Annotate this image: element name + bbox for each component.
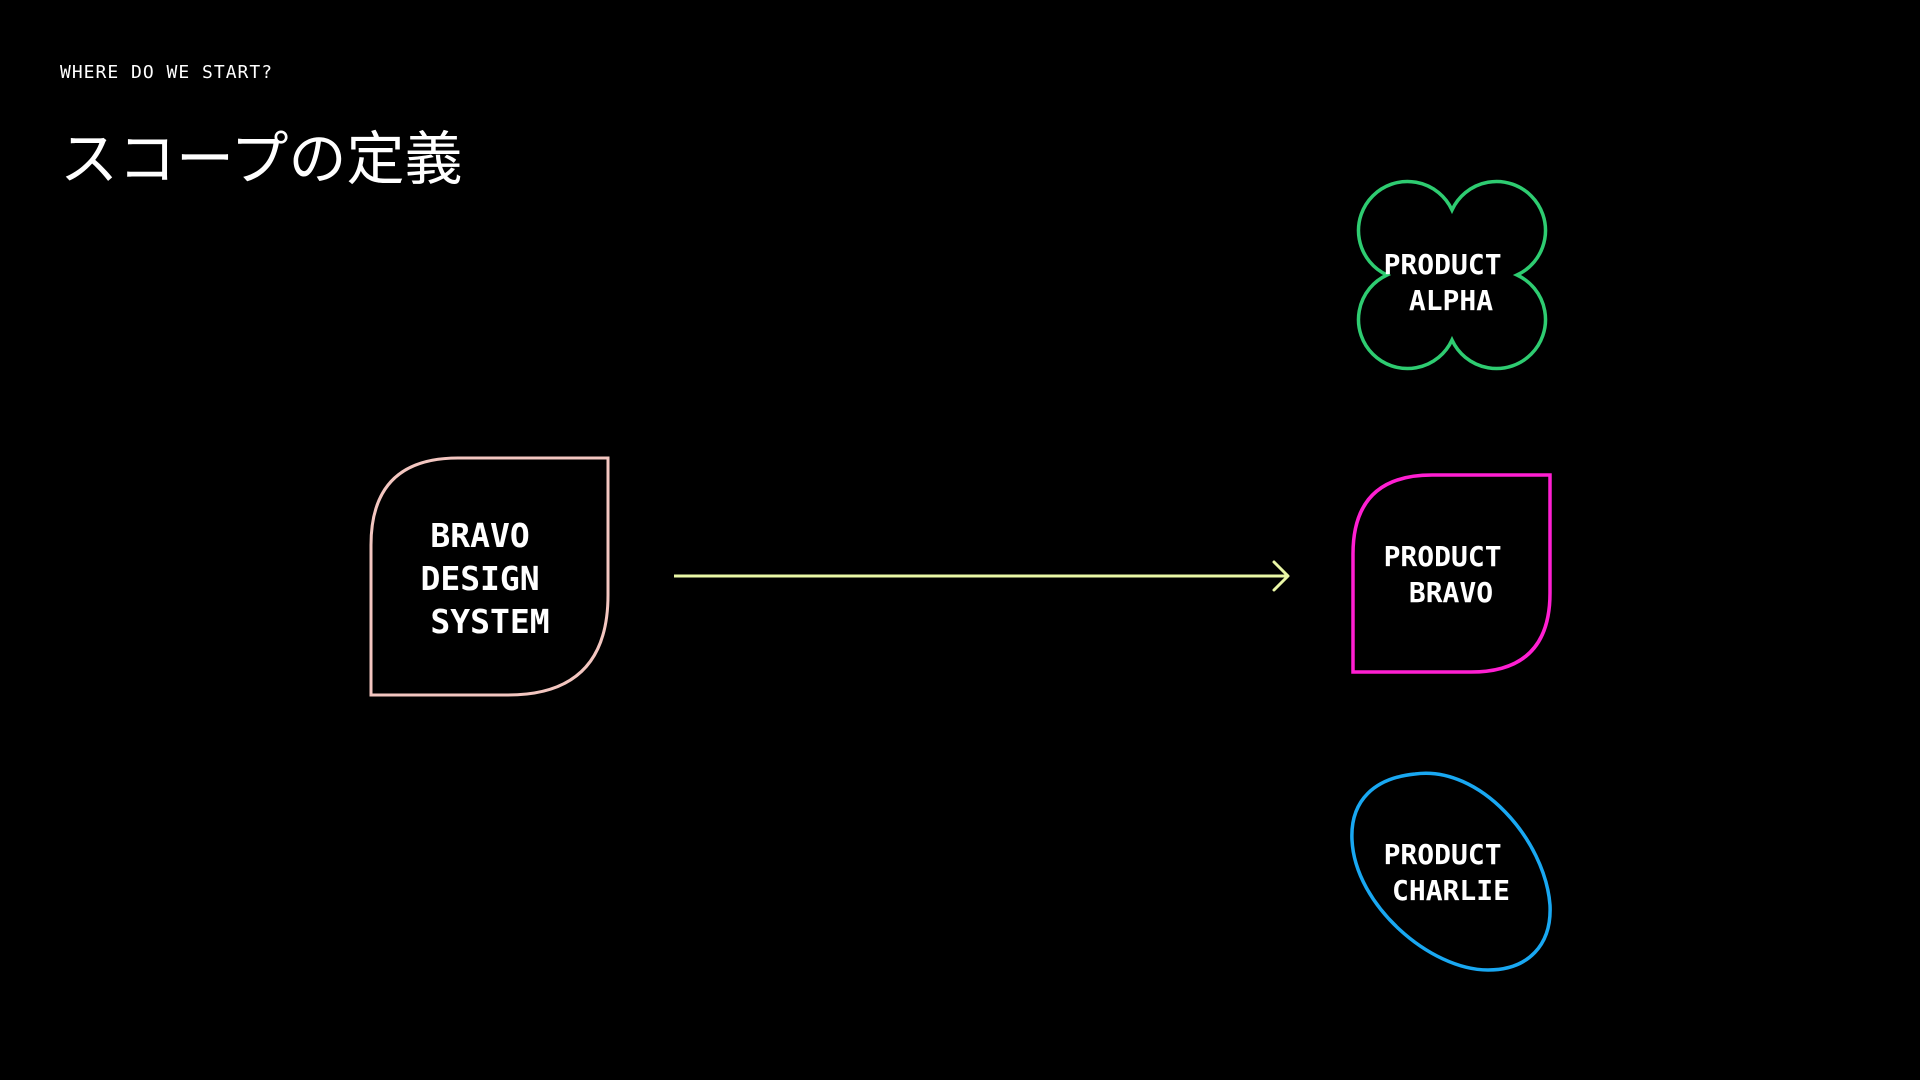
product-alpha-node: PRODUCT ALPHA [1356,179,1548,371]
source-label-line-1: BRAVO [430,516,529,555]
product-charlie-label: PRODUCT CHARLIE [1384,838,1519,907]
product-charlie-line-2: CHARLIE [1392,874,1510,907]
product-charlie-node: PRODUCT CHARLIE [1350,771,1552,972]
connector-arrow [674,560,1290,592]
product-charlie-line-1: PRODUCT [1384,838,1502,871]
source-label-line-2: DESIGN [420,559,539,598]
source-node-shape [369,456,610,697]
product-bravo-line-2: BRAVO [1409,576,1493,609]
product-alpha-line-2: ALPHA [1409,284,1493,317]
product-alpha-line-1: PRODUCT [1384,248,1502,281]
slide-title: スコープの定義 [60,125,463,193]
source-node-label: BRAVO DESIGN SYSTEM [420,516,559,641]
product-charlie-shape [1350,771,1552,972]
product-bravo-label: PRODUCT BRAVO [1384,540,1519,609]
source-label-line-3: SYSTEM [430,602,549,641]
slide-eyebrow: WHERE DO WE START? [60,62,274,83]
product-bravo-node: PRODUCT BRAVO [1351,473,1552,674]
product-alpha-label: PRODUCT ALPHA [1384,248,1519,317]
product-bravo-line-1: PRODUCT [1384,540,1502,573]
source-node: BRAVO DESIGN SYSTEM [369,456,610,697]
product-bravo-shape [1351,473,1552,674]
product-alpha-shape [1356,179,1548,371]
arrow-head [1272,560,1290,592]
